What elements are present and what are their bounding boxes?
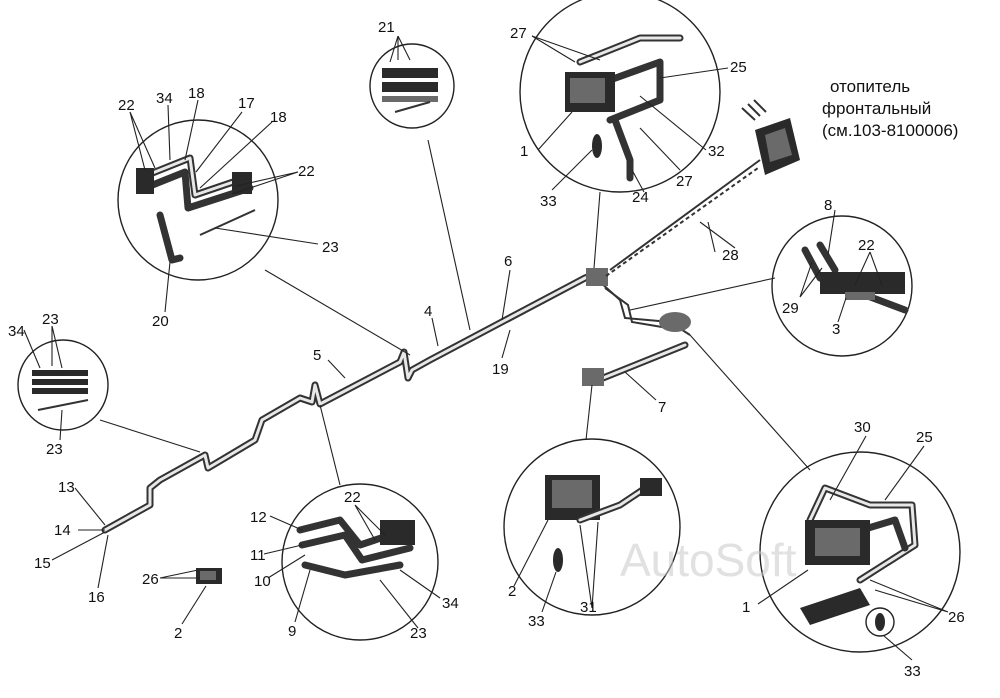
callout-16: 16	[88, 589, 105, 606]
callout-27-b: 27	[676, 173, 693, 190]
callout-22-d: 22	[344, 489, 361, 506]
callout-13: 13	[58, 479, 75, 496]
callout-25: 25	[730, 59, 747, 76]
part-2-bracket	[196, 568, 222, 584]
heater-note-line3: (см.103-8100006)	[822, 121, 958, 140]
detail-circle-left	[17, 339, 109, 431]
callout-26: 26	[142, 571, 159, 588]
callout-19: 19	[492, 361, 509, 378]
callout-8: 8	[824, 197, 832, 214]
callout-33: 33	[540, 193, 557, 210]
callout-23-b: 23	[42, 311, 59, 328]
junction-block	[586, 268, 608, 286]
callout-1: 1	[520, 143, 528, 160]
callout-22-b: 22	[298, 163, 315, 180]
callout-25-b: 25	[916, 429, 933, 446]
callout-18-b: 18	[270, 109, 287, 126]
callout-29: 29	[782, 300, 799, 317]
number-leaders	[23, 35, 949, 661]
small-heater-block	[582, 368, 604, 386]
front-heater	[741, 99, 800, 175]
connector-lines	[99, 139, 811, 486]
callout-26-b: 26	[948, 609, 965, 626]
callout-18: 18	[188, 85, 205, 102]
callout-3: 3	[832, 321, 840, 338]
callout-22: 22	[118, 97, 135, 114]
heater-note-line1: отопитель	[830, 77, 910, 96]
detail-circle-top-left	[117, 119, 279, 281]
callout-34: 34	[156, 90, 173, 107]
callout-23-d: 23	[410, 625, 427, 642]
callout-21: 21	[378, 19, 395, 36]
detail-circle-bottom-middle	[503, 438, 681, 616]
detail-circle-top-middle	[369, 43, 455, 129]
callout-20: 20	[152, 313, 169, 330]
callout-33-b: 33	[528, 613, 545, 630]
heater-note-line2: фронтальный	[822, 99, 931, 118]
callout-11: 11	[250, 547, 266, 564]
callout-14: 14	[54, 522, 71, 539]
callout-34-b: 34	[8, 323, 25, 340]
detail-circle-bottom-right	[759, 451, 961, 653]
valve-unit	[659, 312, 691, 332]
callout-31: 31	[580, 599, 597, 616]
callout-28: 28	[722, 247, 739, 264]
detail-circle-top-right	[519, 0, 721, 193]
callout-10: 10	[254, 573, 271, 590]
callout-23-c: 23	[46, 441, 63, 458]
callout-9: 9	[288, 623, 296, 640]
callout-5: 5	[313, 347, 321, 364]
callout-labels: 21 27 25 1 32 33 24 27 22 34 18 17 18 22…	[8, 19, 965, 680]
callout-27: 27	[510, 25, 527, 42]
main-pipeline	[101, 159, 761, 534]
callout-34-c: 34	[442, 595, 459, 612]
callout-2: 2	[174, 625, 182, 642]
callout-30: 30	[854, 419, 871, 436]
callout-15: 15	[34, 555, 51, 572]
callout-23: 23	[322, 239, 339, 256]
callout-17: 17	[238, 95, 255, 112]
heater-note: отопитель фронтальный (см.103-8100006)	[822, 77, 958, 140]
watermark: AutoSoft	[620, 534, 797, 586]
callout-6: 6	[504, 253, 512, 270]
callout-7: 7	[658, 399, 666, 416]
detail-circle-right	[771, 215, 913, 357]
callout-4: 4	[424, 303, 432, 320]
callout-12: 12	[250, 509, 267, 526]
callout-33-c: 33	[904, 663, 921, 680]
callout-24: 24	[632, 189, 649, 206]
detail-circle-bottom-left	[281, 483, 439, 641]
callout-1-b: 1	[742, 599, 750, 616]
callout-22-c: 22	[858, 237, 875, 254]
callout-2-b: 2	[508, 583, 516, 600]
callout-32: 32	[708, 143, 725, 160]
